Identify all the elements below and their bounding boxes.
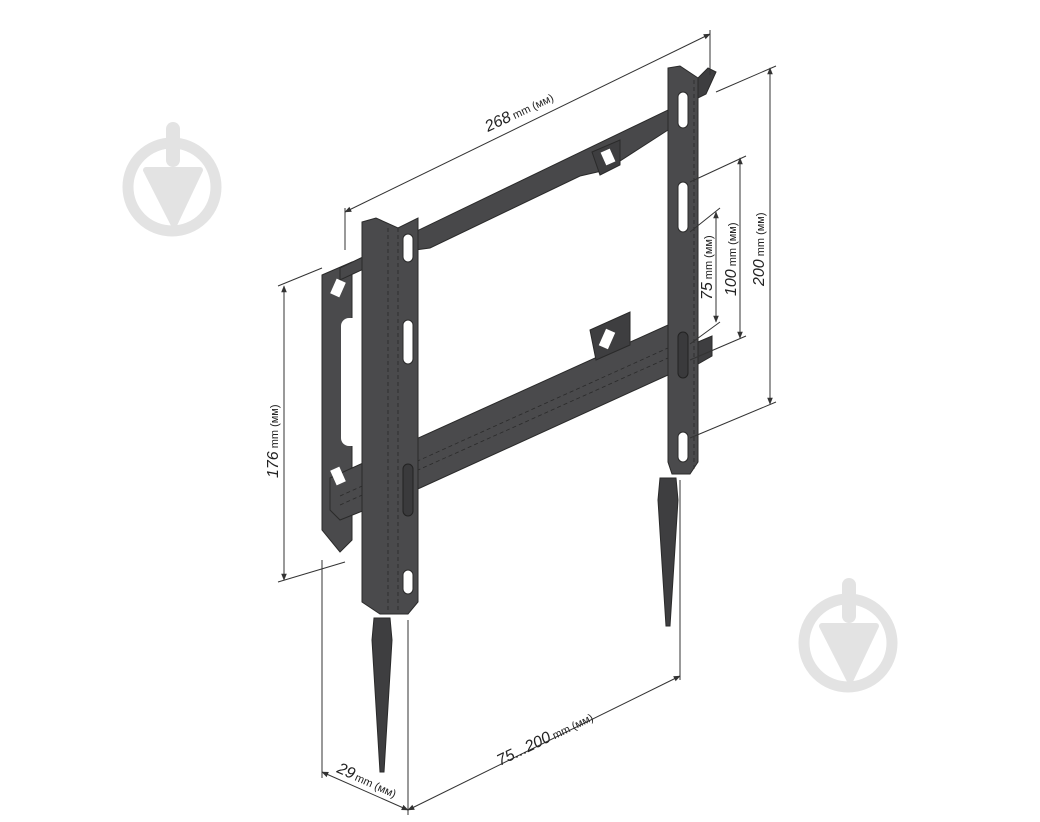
svg-text:100mm (мм): 100mm (мм) <box>723 222 740 296</box>
svg-text:75...200mm (мм): 75...200mm (мм) <box>494 708 596 769</box>
svg-text:176mm (мм): 176mm (мм) <box>265 404 282 478</box>
svg-text:268mm (мм): 268mm (мм) <box>482 89 557 136</box>
svg-text:200mm (мм): 200mm (мм) <box>751 212 768 287</box>
dim-depth-label: 29mm (мм) <box>333 760 399 802</box>
svg-text:75mm (мм): 75mm (мм) <box>699 235 716 300</box>
dim-height-label: 176mm (мм) <box>265 404 282 478</box>
trowel-logo-right-icon <box>798 578 898 693</box>
dim-vesa-75-label: 75mm (мм) <box>699 235 716 300</box>
dim-vesa-200-label: 200mm (мм) <box>751 212 768 287</box>
dim-width-label: 268mm (мм) <box>482 89 557 136</box>
trowel-logo-left-icon <box>122 122 222 237</box>
dimension-lines <box>277 30 777 815</box>
left-vertical-arm <box>361 217 419 773</box>
dim-vesa-100-label: 100mm (мм) <box>723 222 740 296</box>
svg-text:29mm (мм): 29mm (мм) <box>333 760 399 802</box>
dim-vesa-horizontal-label: 75...200mm (мм) <box>494 708 596 770</box>
